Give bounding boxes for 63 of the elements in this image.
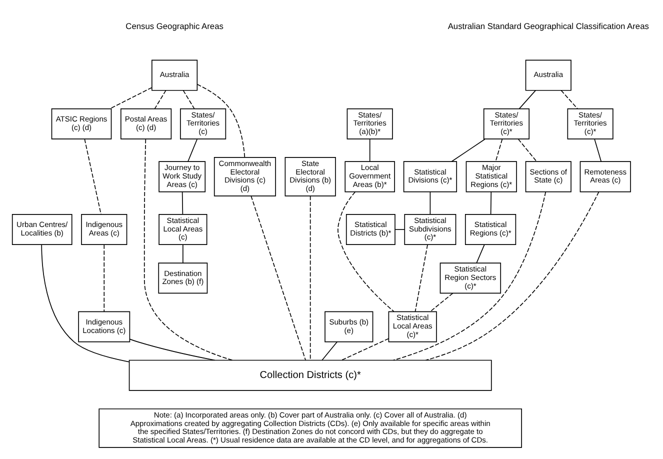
node-box: States/ Territories (c) <box>180 108 226 140</box>
node-box: State Electoral Divisions (b) (d) <box>284 157 336 196</box>
node-box: Major Statistical Regions (c)* <box>466 161 517 192</box>
connector <box>154 90 166 110</box>
node-box: Local Government Areas (b)* <box>344 161 395 192</box>
node-box: Statistical Local Areas (c) <box>158 214 208 245</box>
node-box: Indigenous Locations (c) <box>78 311 130 342</box>
node-box: Commonwealth Electoral Divisions (c) (d) <box>214 157 276 196</box>
connector <box>495 138 503 162</box>
node-box: Urban Centres/ Localities (b) <box>12 214 72 245</box>
connector <box>560 90 578 110</box>
connector <box>430 292 454 312</box>
connector <box>196 84 246 158</box>
node-box: Collection Districts (c)* <box>128 360 492 391</box>
node-box: Statistical Regions (c)* <box>464 214 516 245</box>
node-box: Statistical Region Sectors (c)* <box>440 262 502 294</box>
connector <box>104 244 105 312</box>
connector <box>41 244 130 362</box>
node-box: States/ Territories (c)* <box>483 108 530 140</box>
connector <box>110 87 152 110</box>
connector <box>476 244 485 264</box>
node-box: Sections of State (c) <box>525 161 572 192</box>
node-box: ATSIC Regions (c) (d) <box>51 108 112 140</box>
node-box: Statistical Divisions (c)* <box>403 161 458 192</box>
label: Census Geographic Areas <box>126 20 224 31</box>
connector <box>369 138 370 162</box>
node-box: Destination Zones (b) (f) <box>158 262 208 294</box>
node-box: Statistical Local Areas (c)* <box>388 311 437 342</box>
connector <box>451 138 486 162</box>
connector <box>594 138 602 162</box>
label: Australian Standard Geographical Classification Areas <box>448 20 649 31</box>
connector <box>144 138 233 361</box>
node-box: States/ Territories (a)(b)* <box>346 108 393 140</box>
node-box: Suburbs (b) (e) <box>324 311 374 342</box>
node-box: Australia <box>152 60 198 91</box>
connector <box>310 196 311 361</box>
connector <box>338 192 394 312</box>
connector <box>490 192 492 215</box>
node-box: Remoteness Areas (c) <box>580 161 631 192</box>
node-box: Postal Areas (c) (d) <box>120 108 172 140</box>
connector <box>84 138 102 215</box>
connector <box>341 338 390 361</box>
connector <box>182 244 184 264</box>
connector <box>182 90 195 110</box>
connector <box>130 338 216 361</box>
connector <box>250 196 306 361</box>
connector <box>518 90 536 110</box>
connector <box>518 138 538 162</box>
connector <box>430 192 431 215</box>
connector <box>425 192 600 361</box>
connector <box>182 192 184 215</box>
connector <box>392 192 546 361</box>
node-box: States/ Territories (c)* <box>567 108 614 140</box>
connector <box>322 342 338 361</box>
node-box: Statistical Districts (b)* <box>346 214 396 245</box>
node-box: Australia <box>525 60 572 91</box>
connector <box>188 138 198 162</box>
connector <box>394 229 405 230</box>
connector <box>414 244 428 312</box>
node-box: Note: (a) Incorporated areas only. (b) Cover part of Australia only. (c) Cover all of Australia. (d) Approximations created by aggregating Collection Districts (CDs). (e) Only available for specific areas within the specified States/Territories. (f) Destination Zones do not concord with CDs, but they do aggregate to Statistical Local Areas. (*) Usual residence data are available at the CD level, and for aggregations of CDs. <box>98 408 522 448</box>
node-box: Statistical Subdivisions (c)* <box>404 214 456 245</box>
node-box: Indigenous Areas (c) <box>81 214 128 245</box>
node-box: Journey to Work Study Areas (c) <box>158 161 206 192</box>
